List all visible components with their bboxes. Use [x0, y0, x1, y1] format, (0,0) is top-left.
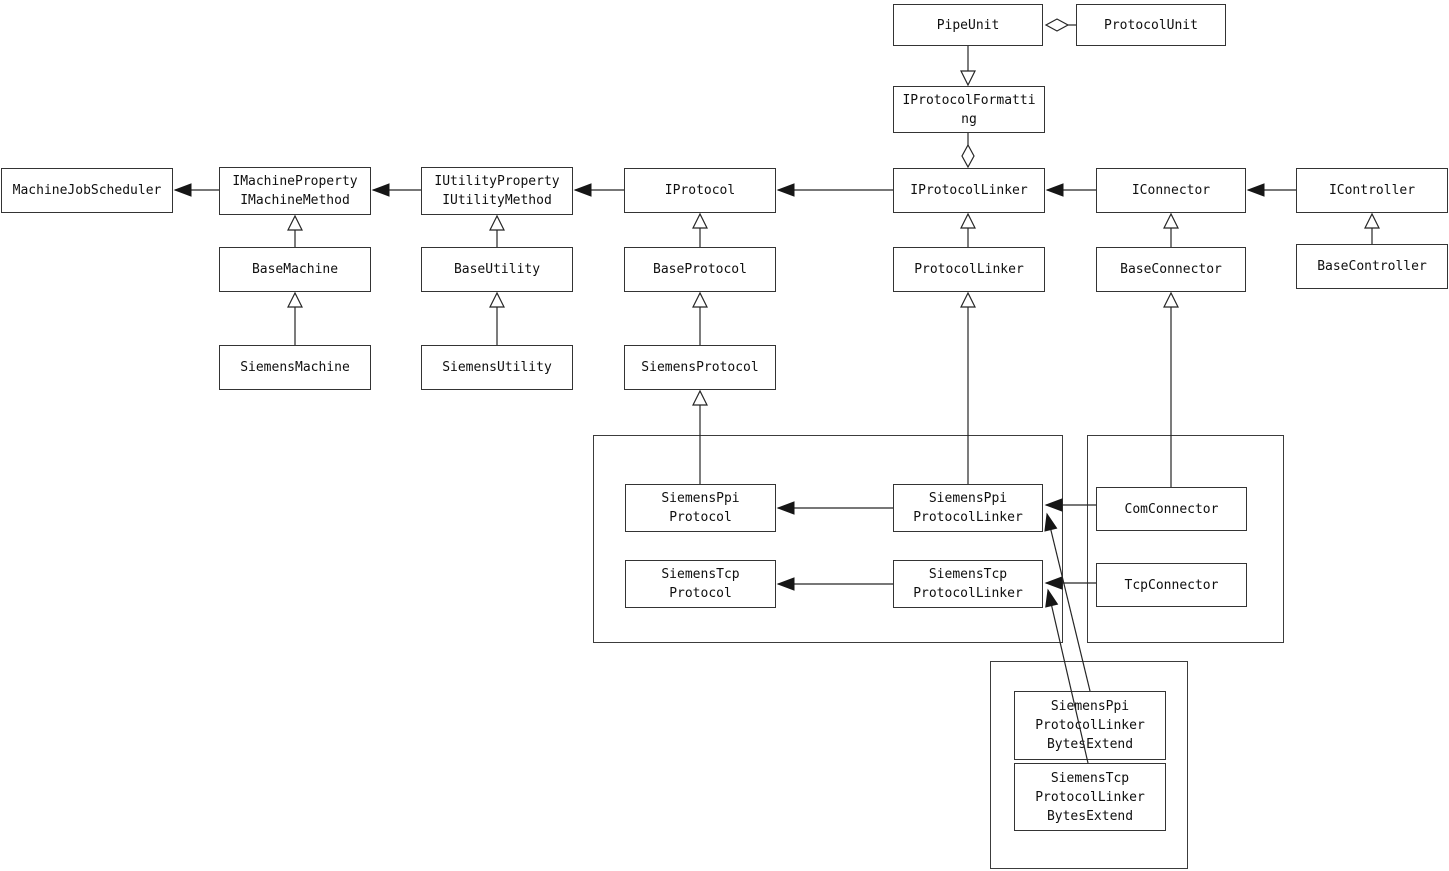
- node-basecontroller: BaseController: [1296, 244, 1448, 289]
- class-name-label: SiemensPpi: [928, 491, 1008, 506]
- edge-pipeunit-to-iprotocolformatting: [960, 46, 976, 87]
- class-name-label: ng: [961, 111, 977, 127]
- edge-icontroller-to-iconnector: [1246, 183, 1296, 197]
- class-name-label: Protocol: [669, 586, 732, 601]
- node-siemensutility: SiemensUtility: [421, 345, 573, 390]
- class-name-label: IMachineMethod: [240, 193, 350, 208]
- class-name-label: MachineJobScheduler: [12, 183, 162, 198]
- node-baseutility: BaseUtility: [421, 247, 573, 292]
- class-name-label: SiemensPpi: [661, 491, 740, 506]
- class-name-label: IConnector: [1131, 183, 1211, 198]
- class-name-label: PipeUnit: [936, 17, 1000, 33]
- class-name-label: SiemensProtocol: [641, 360, 759, 375]
- node-iprotocolformatting: IProtocolFormatti ng: [893, 86, 1045, 133]
- class-name-label: SiemensTcp: [928, 567, 1008, 582]
- class-name-label: IMachineProperty: [232, 174, 358, 189]
- node-tcpconnector: TcpConnector: [1096, 563, 1247, 607]
- node-iprotocollinker: IProtocolLinker: [893, 168, 1045, 213]
- class-name-label: TcpConnector: [1124, 577, 1219, 593]
- class-name-label: ComConnector: [1124, 501, 1219, 517]
- class-name-label: SiemensPpi: [1050, 699, 1130, 714]
- edge-iutilityproperty-to-imachineproperty: [371, 183, 421, 197]
- node-pipeunit: PipeUnit: [893, 4, 1043, 46]
- class-name-label: ProtocolUnit: [1104, 17, 1198, 33]
- edge-iprotocolformatting-to-iprotocollinker: [961, 133, 975, 169]
- class-name-label: ProtocolLinker: [1035, 718, 1145, 733]
- class-name-label: ProtocolLinker: [913, 510, 1023, 525]
- node-siemensprotocol: SiemensProtocol: [624, 345, 776, 390]
- edge-iprotocollinker-to-iprotocol: [776, 183, 893, 197]
- class-name-label: SiemensUtility: [442, 360, 552, 375]
- class-name-label: SiemensTcp: [1050, 770, 1130, 786]
- edge-imachineproperty-to-machinejobscheduler: [173, 183, 219, 197]
- class-name-label: ProtocolLinker: [1035, 789, 1145, 805]
- edge-basecontroller-to-icontroller: [1364, 212, 1380, 244]
- class-name-label: ProtocolLinker: [914, 262, 1024, 277]
- edge-iprotocol-to-iutilityproperty: [573, 183, 624, 197]
- node-siemensmachine: SiemensMachine: [219, 345, 371, 390]
- edge-siemensutility-to-baseutility: [489, 291, 505, 345]
- node-protocollinker: ProtocolLinker: [893, 247, 1045, 292]
- class-name-label: BaseController: [1317, 259, 1427, 274]
- class-name-label: SiemensMachine: [240, 360, 350, 375]
- edge-baseutility-to-iutilityproperty: [489, 214, 505, 247]
- class-name-label: BaseConnector: [1120, 262, 1222, 277]
- class-name-label: IUtilityMethod: [442, 193, 552, 208]
- class-name-label: IProtocol: [664, 183, 736, 198]
- node-comconnector: ComConnector: [1096, 487, 1247, 531]
- edge-iconnector-to-iprotocollinker: [1045, 183, 1096, 197]
- edge-siemensprotocol-to-baseprotocol: [692, 291, 708, 345]
- node-basemachine: BaseMachine: [219, 247, 371, 292]
- class-name-label: BytesExtend: [1046, 737, 1134, 752]
- node-iconnector: IConnector: [1096, 168, 1246, 213]
- edge-basemachine-to-imachineproperty: [287, 214, 303, 247]
- class-name-label: BytesExtend: [1046, 808, 1134, 824]
- class-name-label: ProtocolLinker: [913, 586, 1023, 601]
- group-siemens-protocol-linker-group: [593, 435, 1063, 643]
- class-name-label: IUtilityProperty: [434, 174, 560, 189]
- node-icontroller: IController: [1296, 168, 1448, 213]
- class-name-label: BaseProtocol: [653, 262, 747, 277]
- group-connector-group: [1087, 435, 1284, 643]
- edge-pipeunit-to-protocolunit: [1044, 18, 1076, 32]
- class-name-label: Protocol: [669, 510, 732, 525]
- class-name-label: IProtocolFormatti: [902, 92, 1036, 108]
- edge-protocollinker-to-iprotocollinker: [960, 212, 976, 247]
- class-name-label: IProtocolLinker: [910, 183, 1028, 198]
- node-baseconnector: BaseConnector: [1096, 247, 1246, 292]
- node-protocolunit: ProtocolUnit: [1076, 4, 1226, 46]
- edge-siemensmachine-to-basemachine: [287, 291, 303, 345]
- edge-baseconnector-to-iconnector: [1163, 212, 1179, 247]
- node-iprotocol: IProtocol: [624, 168, 776, 213]
- edge-baseprotocol-to-iprotocol: [692, 212, 708, 247]
- node-machinejobscheduler: MachineJobScheduler: [1, 168, 173, 213]
- class-name-label: BaseMachine: [251, 262, 339, 277]
- class-name-label: IController: [1328, 183, 1416, 198]
- class-name-label: BaseUtility: [453, 262, 541, 277]
- class-name-label: SiemensTcp: [661, 567, 740, 582]
- node-baseprotocol: BaseProtocol: [624, 247, 776, 292]
